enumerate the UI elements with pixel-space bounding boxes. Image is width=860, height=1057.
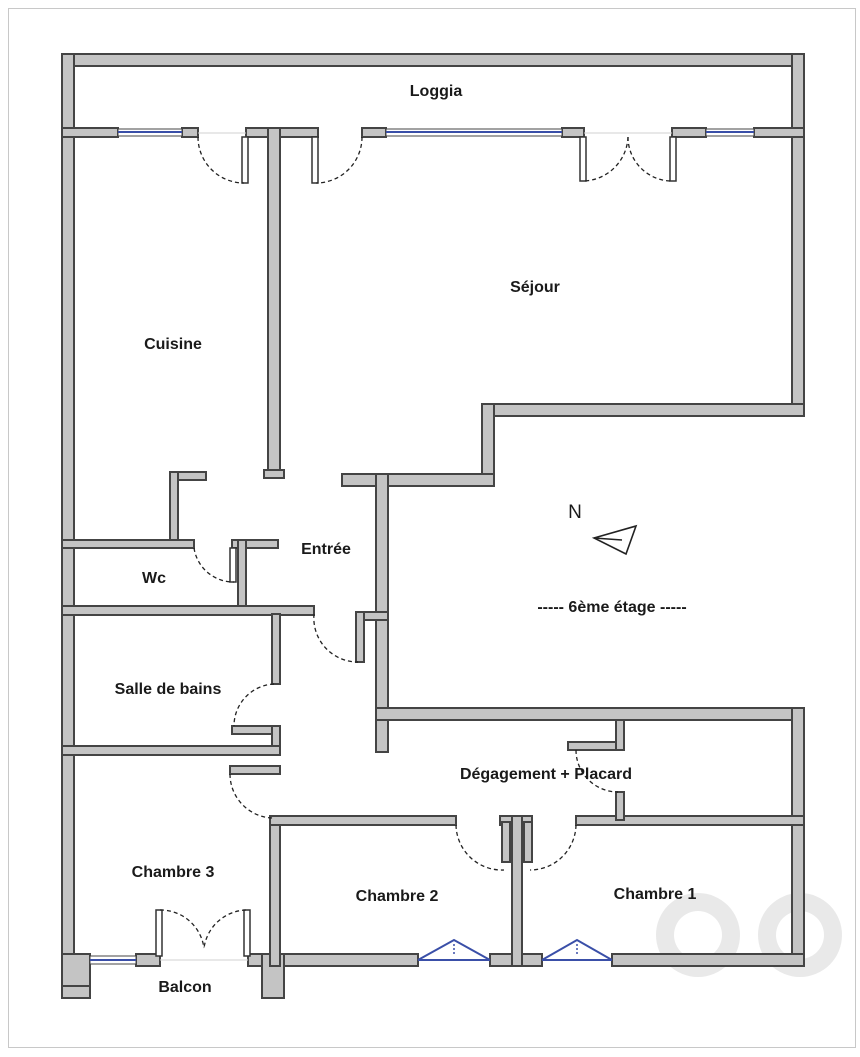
room-label-chambre-2: Chambre 2 <box>356 888 439 905</box>
room-label-salle-de-bains: Salle de bains <box>115 681 222 698</box>
room-label-balcon: Balcon <box>158 979 211 996</box>
outer-walls <box>61 53 805 999</box>
compass-label: N <box>568 502 582 523</box>
room-label-sejour: Séjour <box>510 279 560 296</box>
room-label-entree: Entrée <box>301 541 351 558</box>
room-label-cuisine: Cuisine <box>144 336 202 353</box>
plan-frame <box>8 8 856 1048</box>
floor-label: ----- 6ème étage ----- <box>537 599 686 616</box>
room-label-degagement: Dégagement + Placard <box>460 766 632 783</box>
bottom-windows <box>89 938 613 965</box>
interior-walls <box>61 127 805 967</box>
room-label-wc: Wc <box>142 570 166 587</box>
room-label-chambre-1: Chambre 1 <box>614 886 697 903</box>
room-label-loggia: Loggia <box>410 83 463 100</box>
north-arrow-icon <box>591 524 638 556</box>
loggia-wall <box>61 127 805 138</box>
room-label-chambre-3: Chambre 3 <box>132 864 215 881</box>
doors <box>155 136 677 957</box>
